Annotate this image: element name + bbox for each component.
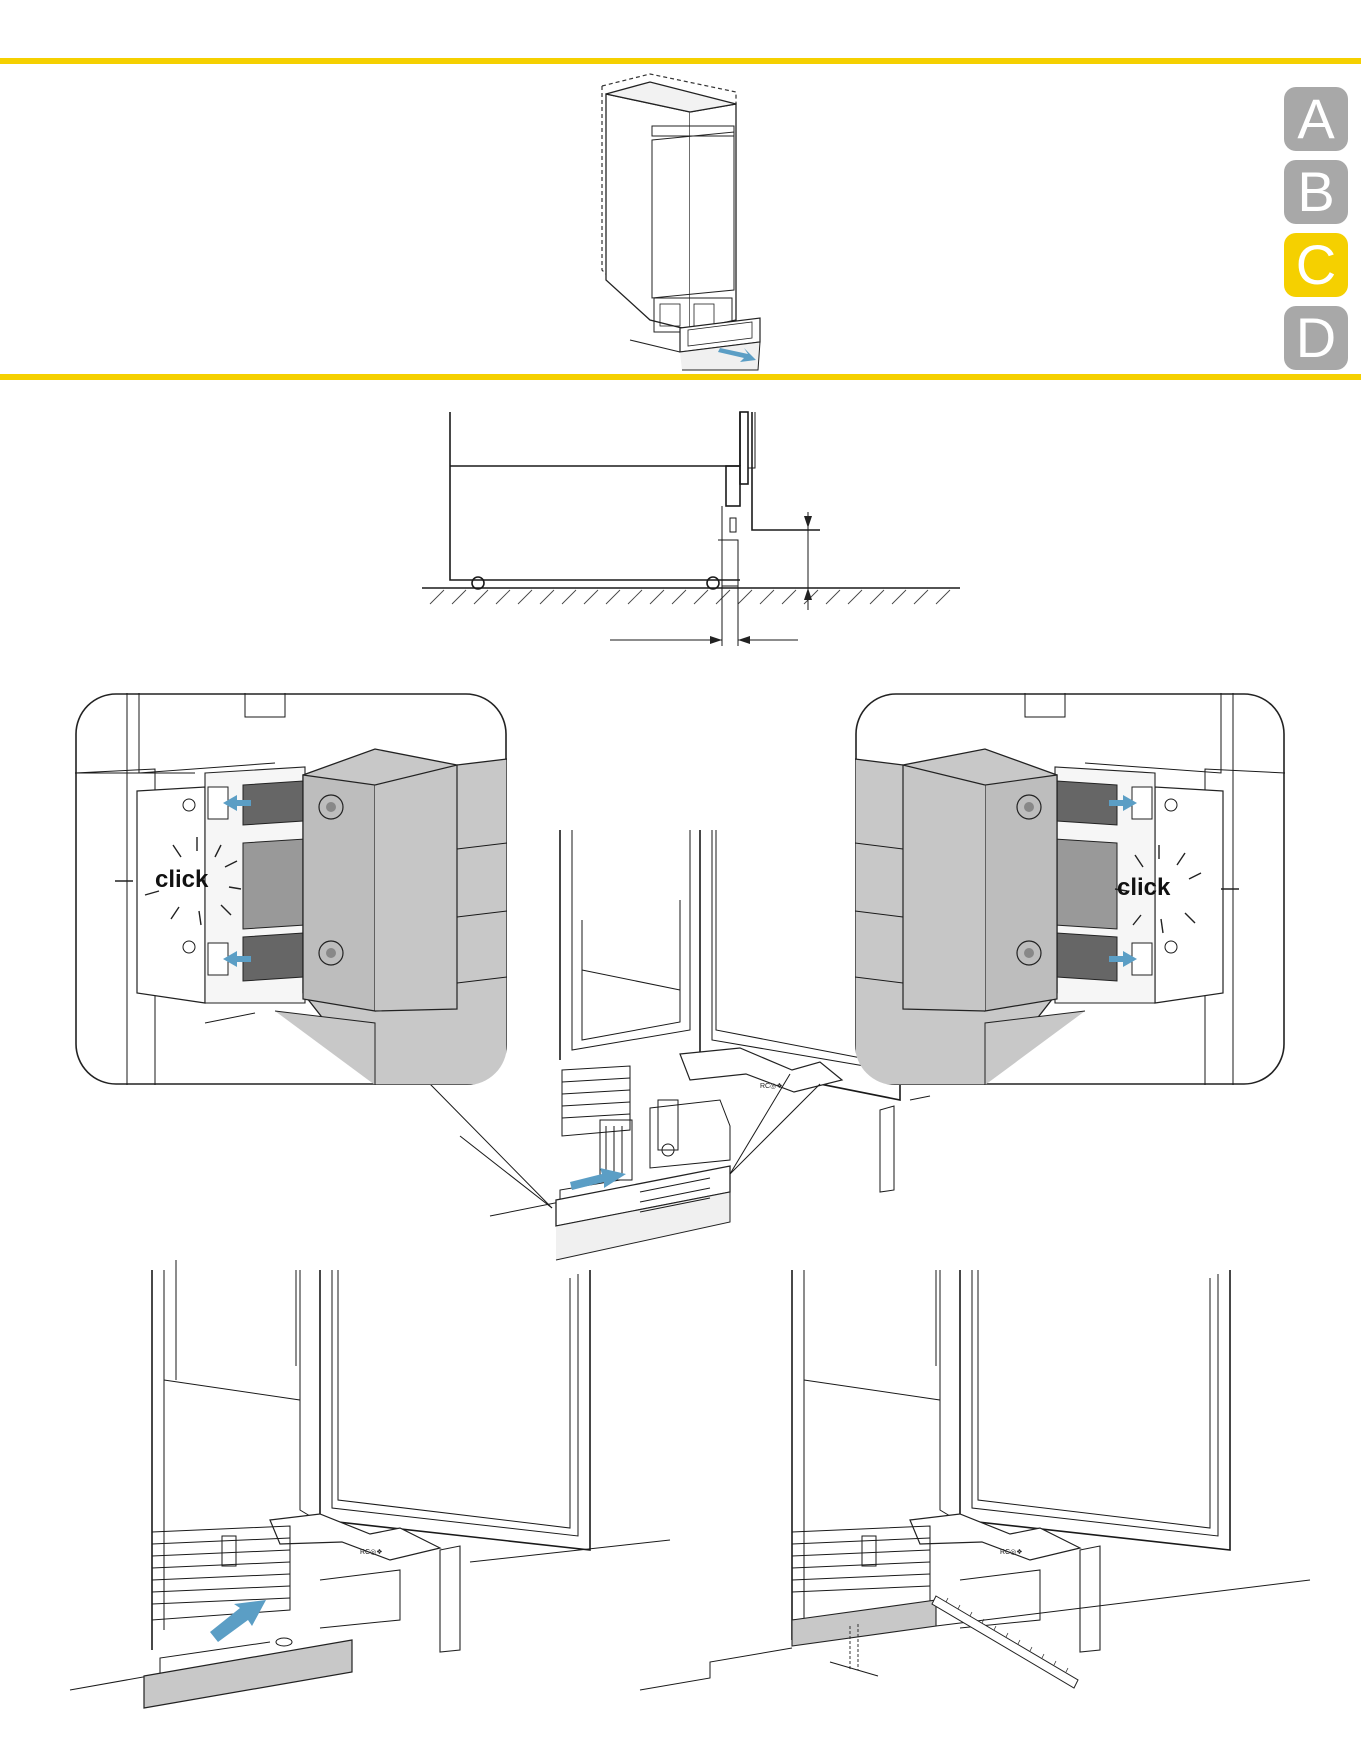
bottom-right-measuring-illustration: RC◎❖ xyxy=(710,1270,1310,1700)
right-detail-callout: click xyxy=(855,693,1285,1085)
hinge-label: RC◎❖ xyxy=(760,1083,783,1090)
header-top-rule xyxy=(0,58,1361,64)
right-click-label: click xyxy=(1117,874,1171,901)
hinge-label-left: RC◎❖ xyxy=(360,1549,383,1556)
section-tabs: A B C D xyxy=(1284,87,1348,379)
left-detail-callout: click xyxy=(75,693,507,1085)
appliance-overview-illustration xyxy=(590,70,770,370)
hinge-label-right: RC◎❖ xyxy=(1000,1549,1023,1556)
left-click-label: click xyxy=(155,866,209,893)
bottom-left-kickplate-illustration: RC◎❖ xyxy=(70,1270,670,1700)
side-section-diagram xyxy=(400,400,970,660)
tab-a[interactable]: A xyxy=(1284,87,1348,151)
tab-d[interactable]: D xyxy=(1284,306,1348,370)
tab-c[interactable]: C xyxy=(1284,233,1348,297)
header-bottom-rule xyxy=(0,374,1361,380)
tab-b[interactable]: B xyxy=(1284,160,1348,224)
